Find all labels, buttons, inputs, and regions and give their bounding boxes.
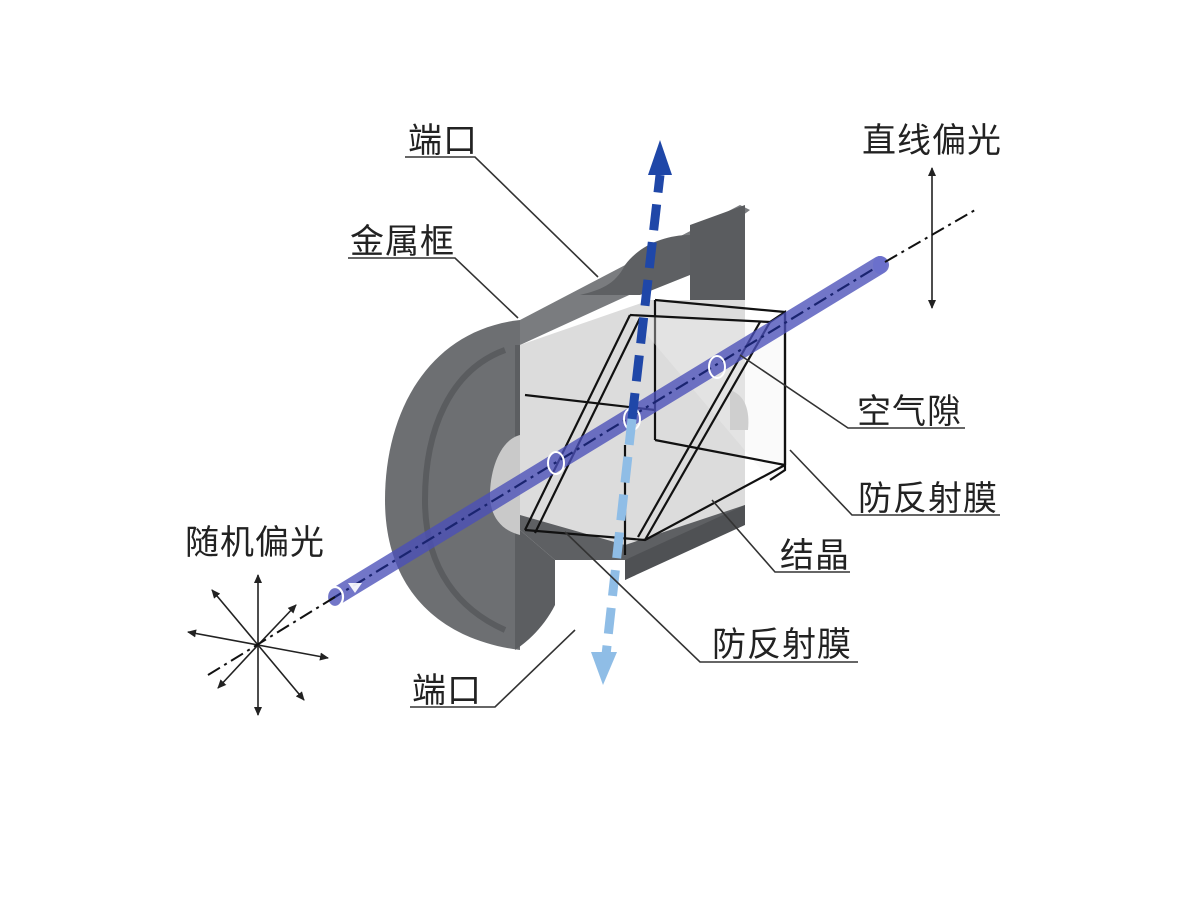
frame-back-rim (421, 347, 507, 633)
leader-ar-right (789, 449, 1000, 516)
vertical-double-arrow-icon (884, 167, 976, 309)
leader-metal-frame (348, 257, 519, 319)
frame-bottom-face (520, 505, 745, 580)
beams (325, 140, 889, 685)
reflect-up-beam (627, 174, 665, 420)
leader-port-bottom (410, 629, 576, 708)
reflect-down-beam (601, 418, 637, 656)
crystal-back-top (654, 298, 786, 314)
label-crystal: 结晶 (780, 536, 850, 576)
label-metal-frame: 金属框 (350, 222, 455, 262)
metal-frame (385, 205, 750, 650)
leader-lines (348, 156, 1000, 708)
crystal-diagonal-right-1 (644, 321, 771, 541)
leader-crystal (711, 499, 850, 573)
linear-axis-line (884, 209, 976, 263)
frame-top-port (580, 235, 690, 295)
label-port-bottom: 端口 (412, 671, 482, 711)
label-port-top: 端口 (408, 121, 478, 161)
multi-direction-arrows-icon (187, 574, 336, 716)
beam-ring-3 (708, 355, 726, 379)
main-beam-axis (329, 261, 886, 601)
label-ar-coating-bottom: 防反射膜 (712, 625, 852, 665)
leader-air-gap (739, 354, 965, 429)
frame-front-face (515, 345, 555, 650)
crystal-airgap-line-1 (524, 314, 631, 531)
crystal-diagonal-cross (654, 438, 786, 467)
beam-input-ring (325, 585, 345, 609)
beam-output-cap (873, 256, 887, 274)
label-ar-coating-right: 防反射膜 (858, 479, 998, 519)
leader-ar-bottom (564, 531, 858, 663)
beam-input-arrow-icon (348, 583, 362, 593)
crystal-airgap-line-2 (534, 317, 641, 534)
leader-port-top (405, 156, 599, 278)
frame-right-block (690, 205, 745, 305)
frame-back-disc (385, 320, 520, 650)
label-air-gap: 空气隙 (857, 392, 962, 432)
reflect-down-arrow-icon (591, 652, 617, 685)
reflect-up-arrow-icon (648, 140, 672, 175)
label-random-polarization: 随机偏光 (185, 523, 325, 563)
beam-ring-1 (547, 451, 565, 475)
frame-bottom-block (625, 505, 745, 580)
label-linear-polarization: 直线偏光 (862, 121, 1002, 161)
frame-right-notch (730, 390, 749, 430)
frame-bottom-port (555, 560, 566, 612)
random-axis-line (207, 596, 336, 676)
